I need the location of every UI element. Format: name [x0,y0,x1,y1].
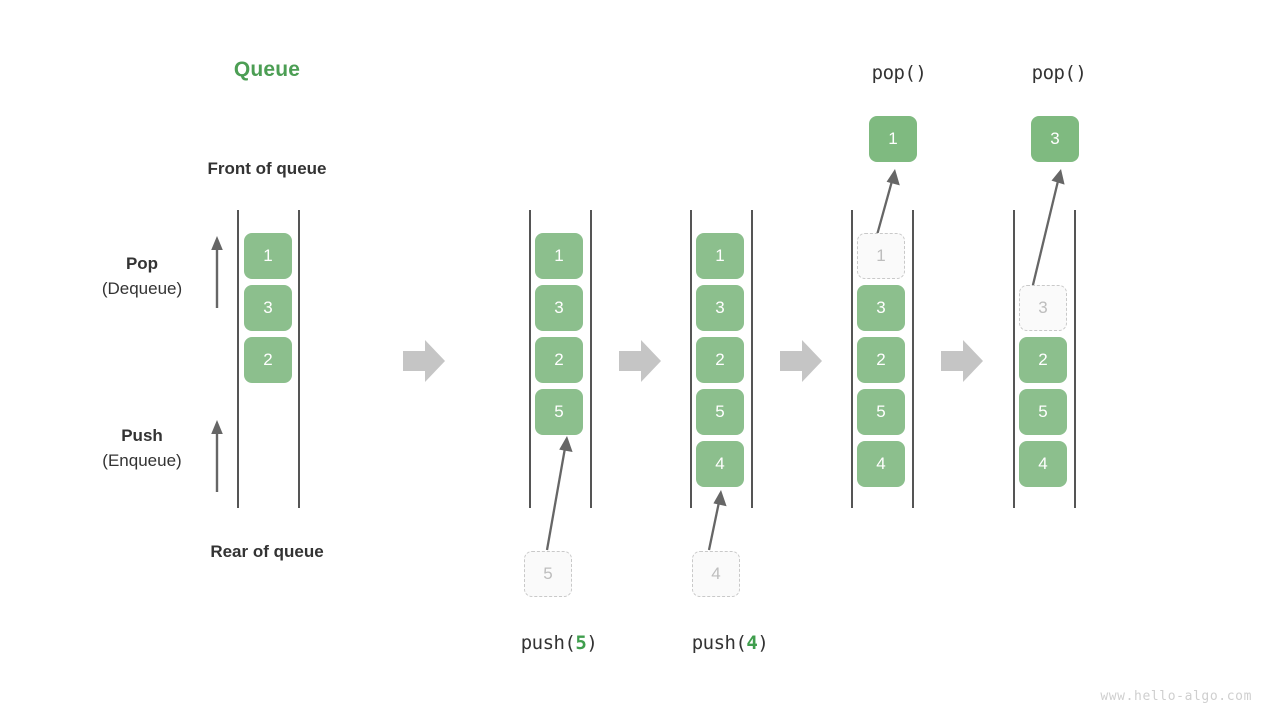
queue-rail-right [751,210,753,508]
queue-rail-left [529,210,531,508]
queue-cell: 3 [535,285,583,331]
queue-cell: 2 [244,337,292,383]
queue-cell: 3 [244,285,292,331]
queue-cell: 5 [535,389,583,435]
queue-cell: 5 [1019,389,1067,435]
queue-cell: 4 [857,441,905,487]
queue-cell: 4 [1019,441,1067,487]
queue-cell: 2 [535,337,583,383]
incoming-element: 5 [524,551,572,597]
page-title: Queue [233,58,301,81]
queue-cell: 3 [857,285,905,331]
queue-cell: 5 [857,389,905,435]
pop-label: Pop [125,254,159,273]
queue-cell: 2 [857,337,905,383]
popped-element: 1 [869,116,917,162]
push-label: Push [121,426,163,445]
right-arrow-icon [780,340,822,382]
queue-cell: 2 [696,337,744,383]
queue-rail-right [298,210,300,508]
front-of-queue-label: Front of queue [207,159,327,178]
pop-direction-arrow-icon [211,236,223,308]
queue-cell: 1 [535,233,583,279]
right-arrow-icon [941,340,983,382]
right-arrow-icon [403,340,445,382]
queue-cell: 1 [696,233,744,279]
queue-rail-left [237,210,239,508]
push-arrow-icon [707,490,727,551]
queue-cell: 1 [244,233,292,279]
queue-cell-vacated: 3 [1019,285,1067,331]
queue-rail-left [851,210,853,508]
pop-arrow-icon [875,169,900,236]
incoming-element: 4 [692,551,740,597]
queue-cell: 5 [696,389,744,435]
queue-rail-left [1013,210,1015,508]
queue-cell: 4 [696,441,744,487]
op-caption-pop-3: pop() [1031,62,1087,84]
right-arrow-icon [619,340,661,382]
push-sublabel: (Enqueue) [102,451,182,470]
queue-rail-right [1074,210,1076,508]
pop-sublabel: (Dequeue) [101,279,183,298]
pop-arrow-icon [1030,169,1065,290]
queue-cell: 2 [1019,337,1067,383]
push-label-group: Push (Enqueue) [62,424,222,474]
op-caption-push-4: push(4) [691,632,769,654]
queue-rail-right [590,210,592,508]
push-direction-arrow-icon [211,420,223,492]
pop-label-group: Pop (Dequeue) [62,252,222,302]
queue-rail-right [912,210,914,508]
queue-rail-left [690,210,692,508]
popped-element: 3 [1031,116,1079,162]
push-arrow-icon [545,436,573,551]
rear-of-queue-label: Rear of queue [210,542,324,561]
op-caption-pop-1: pop() [871,62,927,84]
queue-cell: 3 [696,285,744,331]
op-caption-push-5: push(5) [520,632,598,654]
queue-cell-vacated: 1 [857,233,905,279]
watermark: www.hello-algo.com [1100,689,1252,704]
direction-arrows [211,236,223,492]
